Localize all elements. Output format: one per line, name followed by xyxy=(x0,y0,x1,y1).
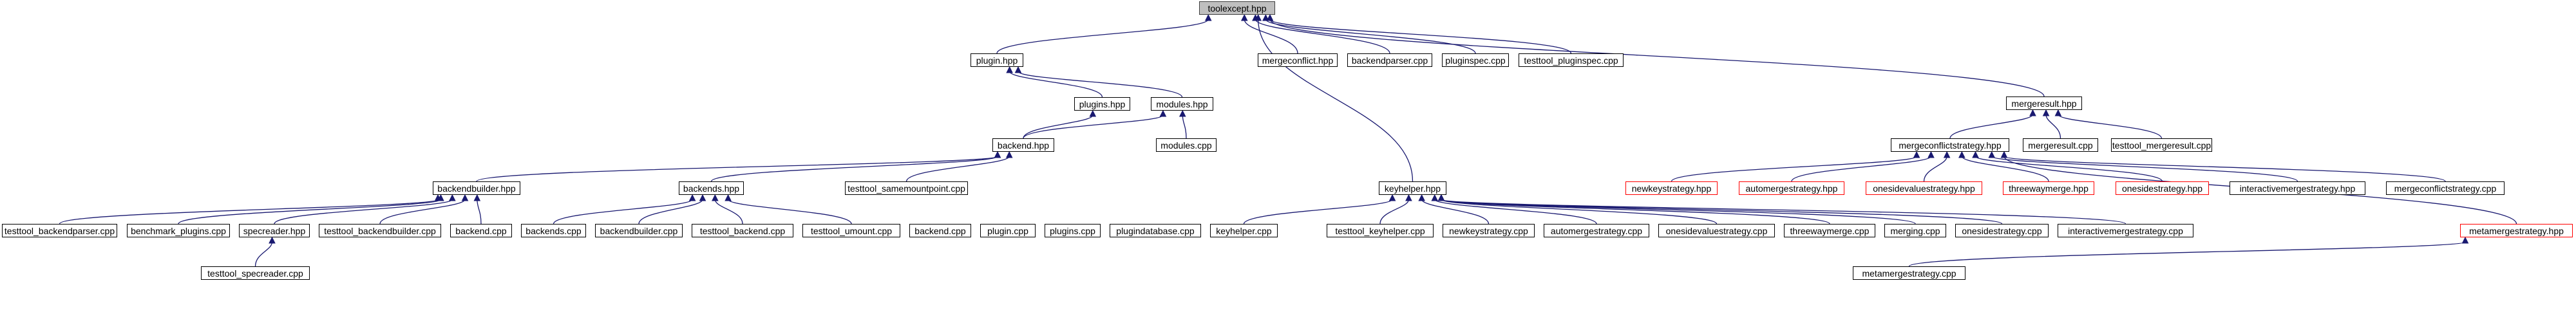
graph-node-onesidevaluestrategy_hpp[interactable]: onesidevaluestrategy.hpp xyxy=(1866,181,1982,195)
graph-node-interactivemergestrategy_cpp[interactable]: interactivemergestrategy.cpp xyxy=(2058,224,2193,237)
graph-node-backend_cpp2[interactable]: backend.cpp xyxy=(909,224,971,237)
graph-node-metamergestrategy_hpp[interactable]: metamergestrategy.hpp xyxy=(2460,224,2573,237)
graph-node-testtool_keyhelper_cpp[interactable]: testtool_keyhelper.cpp xyxy=(1327,224,1434,237)
graph-node-newkeystrategy_hpp[interactable]: newkeystrategy.hpp xyxy=(1625,181,1718,195)
graph-node-threewaymerge_cpp[interactable]: threewaymerge.cpp xyxy=(1784,224,1875,237)
graph-node-metamergestrategy_cpp[interactable]: metamergestrategy.cpp xyxy=(1853,266,1965,280)
graph-node-plugindatabase_cpp[interactable]: plugindatabase.cpp xyxy=(1110,224,1201,237)
graph-node-backendbuilder_cpp[interactable]: backendbuilder.cpp xyxy=(595,224,683,237)
graph-node-benchmark_plugins_cpp[interactable]: benchmark_plugins.cpp xyxy=(127,224,230,237)
graph-node-testtool_pluginspec_cpp[interactable]: testtool_pluginspec.cpp xyxy=(1519,53,1624,67)
graph-node-testtool_umount_cpp[interactable]: testtool_umount.cpp xyxy=(802,224,900,237)
graph-node-plugin_cpp[interactable]: plugin.cpp xyxy=(980,224,1036,237)
graph-node-interactivemergestrategy_hpp[interactable]: interactivemergestrategy.hpp xyxy=(2230,181,2365,195)
graph-node-testtool_specreader_cpp[interactable]: testtool_specreader.cpp xyxy=(201,266,310,280)
graph-node-testtool_mergeresult_cpp[interactable]: testtool_mergeresult.cpp xyxy=(2111,138,2212,152)
graph-node-toolexcept[interactable]: toolexcept.hpp xyxy=(1199,1,1275,15)
graph-node-mergeconflictstrategy_hpp[interactable]: mergeconflictstrategy.hpp xyxy=(1891,138,2009,152)
graph-node-backends_hpp[interactable]: backends.hpp xyxy=(679,181,744,195)
graph-node-keyhelper_hpp[interactable]: keyhelper.hpp xyxy=(1379,181,1446,195)
graph-node-backend_hpp[interactable]: backend.hpp xyxy=(992,138,1054,152)
graph-node-onesidevaluestrategy_cpp[interactable]: onesidevaluestrategy.cpp xyxy=(1658,224,1775,237)
graph-node-automergestrategy_hpp[interactable]: automergestrategy.hpp xyxy=(1739,181,1844,195)
graph-node-plugin_hpp[interactable]: plugin.hpp xyxy=(971,53,1023,67)
graph-node-mergeconflict_hpp[interactable]: mergeconflict.hpp xyxy=(1258,53,1338,67)
graph-node-backendparser_cpp[interactable]: backendparser.cpp xyxy=(1347,53,1432,67)
graph-node-mergeresult_cpp[interactable]: mergeresult.cpp xyxy=(2023,138,2098,152)
graph-node-modules_hpp[interactable]: modules.hpp xyxy=(1151,97,1213,111)
graph-node-testtool_backendbuilder_cpp[interactable]: testtool_backendbuilder.cpp xyxy=(319,224,441,237)
graph-node-modules_cpp[interactable]: modules.cpp xyxy=(1156,138,1217,152)
graph-node-merging_cpp[interactable]: merging.cpp xyxy=(1884,224,1946,237)
graph-node-plugins_cpp[interactable]: plugins.cpp xyxy=(1045,224,1101,237)
graph-node-testtool_backendparser_cpp[interactable]: testtool_backendparser.cpp xyxy=(2,224,117,237)
graph-node-pluginspec_cpp[interactable]: pluginspec.cpp xyxy=(1442,53,1509,67)
graph-node-onesidestrategy_cpp[interactable]: onesidestrategy.cpp xyxy=(1955,224,2049,237)
graph-node-backend_cpp[interactable]: backend.cpp xyxy=(450,224,512,237)
graph-node-backendbuilder_hpp[interactable]: backendbuilder.hpp xyxy=(433,181,520,195)
graph-node-specreader_hpp[interactable]: specreader.hpp xyxy=(239,224,310,237)
graph-node-mergeresult_hpp[interactable]: mergeresult.hpp xyxy=(2006,96,2082,110)
graph-node-plugins_hpp[interactable]: plugins.hpp xyxy=(1074,97,1130,111)
graph-node-keyhelper_cpp[interactable]: keyhelper.cpp xyxy=(1210,224,1278,237)
graph-node-newkeystrategy_cpp[interactable]: newkeystrategy.cpp xyxy=(1443,224,1535,237)
graph-node-testtool_samemountpoint_cpp[interactable]: testtool_samemountpoint.cpp xyxy=(845,181,968,195)
graph-node-backends_cpp[interactable]: backends.cpp xyxy=(521,224,586,237)
graph-node-automergestrategy_cpp[interactable]: automergestrategy.cpp xyxy=(1544,224,1649,237)
graph-node-onesidestrategy_hpp[interactable]: onesidestrategy.hpp xyxy=(2116,181,2209,195)
graph-node-mergeconflictstrategy_cpp[interactable]: mergeconflictstrategy.cpp xyxy=(2386,181,2505,195)
graph-node-threewaymerge_hpp[interactable]: threewaymerge.hpp xyxy=(2003,181,2094,195)
graph-node-testtool_backend_cpp[interactable]: testtool_backend.cpp xyxy=(692,224,793,237)
